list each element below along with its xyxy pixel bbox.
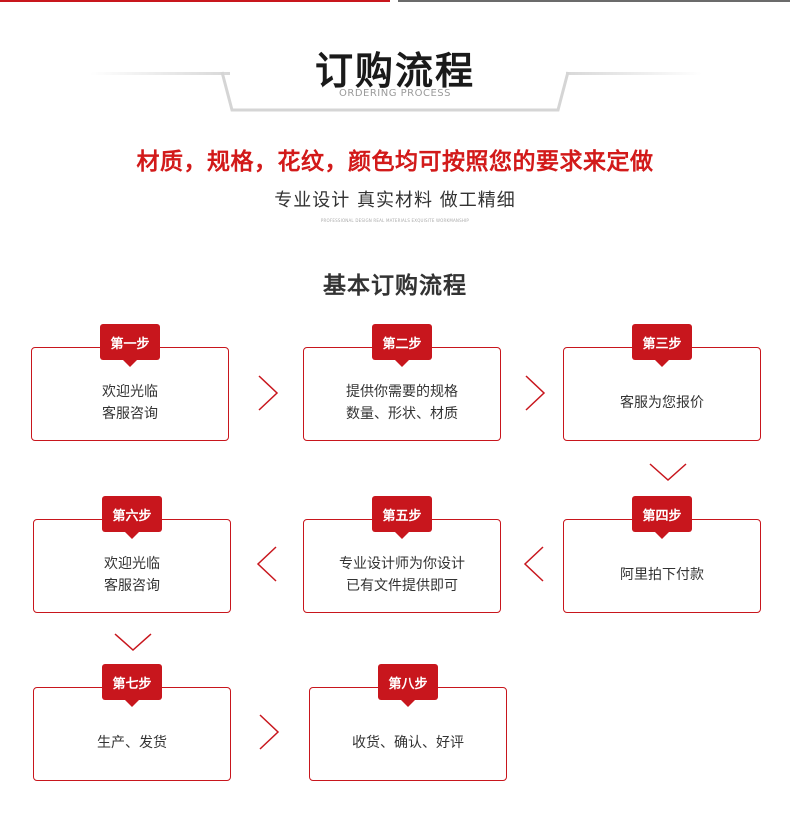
order-process-header: 订购流程 ORDERING PROCESS <box>0 0 790 120</box>
step-text-line1: 收货、确认、好评 <box>352 735 464 751</box>
chevron-right-icon <box>259 714 280 750</box>
customization-headline: 材质，规格，花纹，颜色均可按照您的要求来定做 <box>136 149 654 175</box>
step-text-line1: 欢迎光临 <box>104 556 160 572</box>
step-card-7: 第七步 生产、发货 <box>33 664 231 781</box>
chevron-down-icon <box>649 463 687 482</box>
step-card-6: 第六步 欢迎光临客服咨询 <box>33 496 231 613</box>
step-badge: 第一步 <box>100 324 160 367</box>
step-card-1: 第一步 欢迎光临客服咨询 <box>31 324 229 441</box>
page-subtitle: ORDERING PROCESS <box>339 88 451 99</box>
section-title: 基本订购流程 <box>323 273 467 299</box>
step-text-line2: 已有文件提供即可 <box>346 578 458 594</box>
step-badge: 第三步 <box>632 324 692 367</box>
step-text-line1: 生产、发货 <box>97 735 167 751</box>
step-text-line1: 提供你需要的规格 <box>346 384 458 400</box>
chevron-left-icon <box>256 546 277 582</box>
step-badge: 第五步 <box>372 496 432 539</box>
step-text-line2: 客服咨询 <box>102 406 158 422</box>
step-text-line1: 客服为您报价 <box>620 395 704 411</box>
step-text-line1: 阿里拍下付款 <box>620 567 704 583</box>
step-badge: 第七步 <box>102 664 162 707</box>
tagline-english: PROFESSIONAL DESIGN REAL MATERIALS EXQUI… <box>320 218 470 223</box>
chevron-right-icon <box>258 375 279 411</box>
top-accent-line-red <box>0 0 390 2</box>
step-card-8: 第八步 收货、确认、好评 <box>309 664 507 781</box>
step-badge: 第二步 <box>372 324 432 367</box>
step-badge: 第六步 <box>102 496 162 539</box>
tagline: 专业设计 真实材料 做工精细 <box>274 190 516 211</box>
step-card-5: 第五步 专业设计师为你设计已有文件提供即可 <box>303 496 501 613</box>
step-text-line1: 专业设计师为你设计 <box>339 556 465 572</box>
step-badge: 第四步 <box>632 496 692 539</box>
step-text-line1: 欢迎光临 <box>102 384 158 400</box>
chevron-down-icon <box>114 633 152 652</box>
step-card-3: 第三步 客服为您报价 <box>563 324 761 441</box>
top-accent-line-dark <box>398 0 790 2</box>
step-badge: 第八步 <box>378 664 438 707</box>
page-title: 订购流程 <box>314 49 475 93</box>
header-banner-shape <box>90 71 702 112</box>
step-card-4: 第四步 阿里拍下付款 <box>563 496 761 613</box>
step-text-line2: 数量、形状、材质 <box>346 406 458 422</box>
step-card-2: 第二步 提供你需要的规格数量、形状、材质 <box>303 324 501 441</box>
chevron-right-icon <box>525 375 546 411</box>
chevron-left-icon <box>523 546 544 582</box>
step-text-line2: 客服咨询 <box>104 578 160 594</box>
